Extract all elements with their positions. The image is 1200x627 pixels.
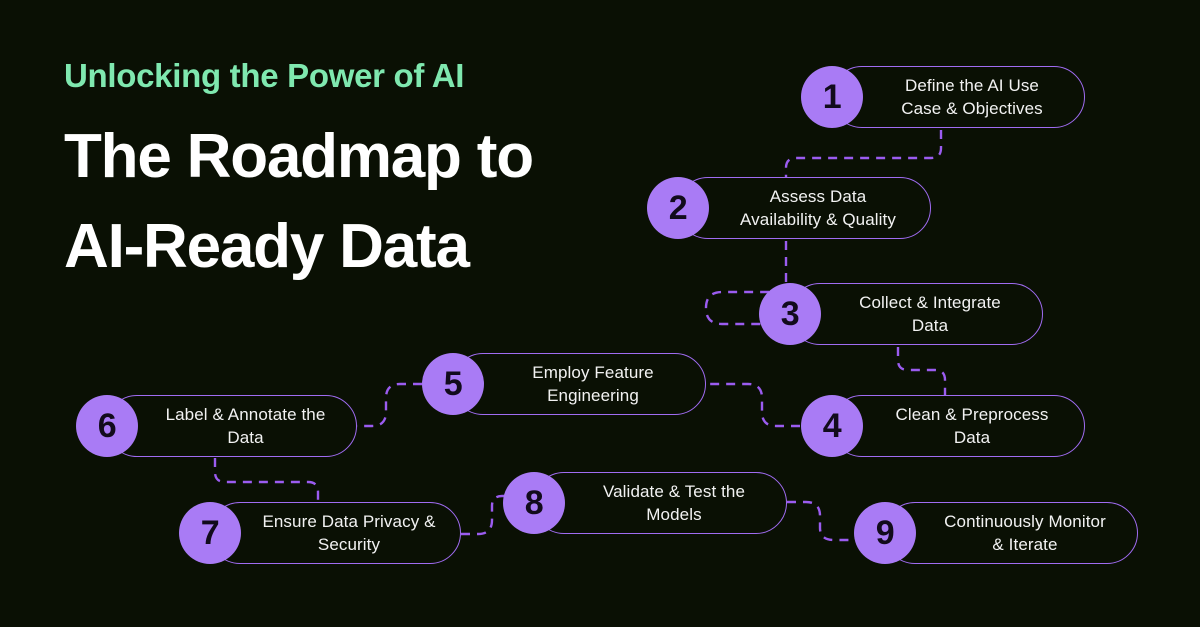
step-number-3: 3 — [780, 295, 800, 333]
step-pill-7[interactable]: Ensure Data Privacy & Security — [209, 502, 461, 564]
step-number-badge-3[interactable]: 3 — [759, 283, 821, 345]
connector-1-to-2 — [784, 130, 943, 177]
step-number-badge-5[interactable]: 5 — [422, 353, 484, 415]
step-number-4: 4 — [822, 407, 842, 445]
connector-5-to-6 — [357, 382, 422, 428]
connector-4-to-5 — [706, 382, 800, 428]
step-pill-3[interactable]: Collect & Integrate Data — [789, 283, 1043, 345]
step-pill-6[interactable]: Label & Annotate the Data — [106, 395, 357, 457]
step-number-badge-1[interactable]: 1 — [801, 66, 863, 128]
title-line-2: AI-Ready Data — [64, 212, 470, 282]
step-number-badge-9[interactable]: 9 — [854, 502, 916, 564]
heading-block: Unlocking the Power of AI The Roadmap to… — [64, 57, 664, 292]
step-number-8: 8 — [524, 484, 544, 522]
step-number-badge-2[interactable]: 2 — [647, 177, 709, 239]
eyebrow-text: Unlocking the Power of AI — [64, 57, 465, 94]
connector-3-to-4 — [896, 347, 947, 395]
step-number-badge-7[interactable]: 7 — [179, 502, 241, 564]
step-label-9: Continuously Monitor & Iterate — [944, 511, 1106, 554]
step-label-4: Clean & Preprocess Data — [895, 404, 1049, 447]
step-number-7: 7 — [200, 514, 220, 552]
step-pill-4[interactable]: Clean & Preprocess Data — [831, 395, 1085, 457]
step-pill-1[interactable]: Define the AI Use Case & Objectives — [831, 66, 1085, 128]
step-pill-5[interactable]: Employ Feature Engineering — [452, 353, 706, 415]
step-number-2: 2 — [668, 189, 688, 227]
step-number-5: 5 — [443, 365, 463, 403]
step-label-6: Label & Annotate the Data — [165, 404, 326, 447]
title-line-1: The Roadmap to — [64, 122, 534, 192]
step-pill-9[interactable]: Continuously Monitor & Iterate — [884, 502, 1138, 564]
connector-6-to-7 — [213, 458, 320, 502]
step-pill-2[interactable]: Assess Data Availability & Quality — [677, 177, 931, 239]
step-label-3: Collect & Integrate Data — [859, 292, 1001, 335]
connector-8-to-9 — [787, 500, 858, 542]
step-label-1: Define the AI Use Case & Objectives — [901, 75, 1043, 118]
step-number-badge-4[interactable]: 4 — [801, 395, 863, 457]
step-number-badge-8[interactable]: 8 — [503, 472, 565, 534]
step-number-1: 1 — [822, 78, 842, 116]
step-number-6: 6 — [97, 407, 117, 445]
step-pill-8[interactable]: Validate & Test the Models — [533, 472, 787, 534]
step-label-5: Employ Feature Engineering — [532, 362, 654, 405]
step-number-badge-6[interactable]: 6 — [76, 395, 138, 457]
step-number-9: 9 — [875, 514, 895, 552]
step-label-8: Validate & Test the Models — [602, 481, 746, 524]
page-title: The Roadmap to AI-Ready Data — [64, 112, 664, 292]
step-label-2: Assess Data Availability & Quality — [740, 186, 896, 229]
step-label-7: Ensure Data Privacy & Security — [262, 511, 436, 554]
